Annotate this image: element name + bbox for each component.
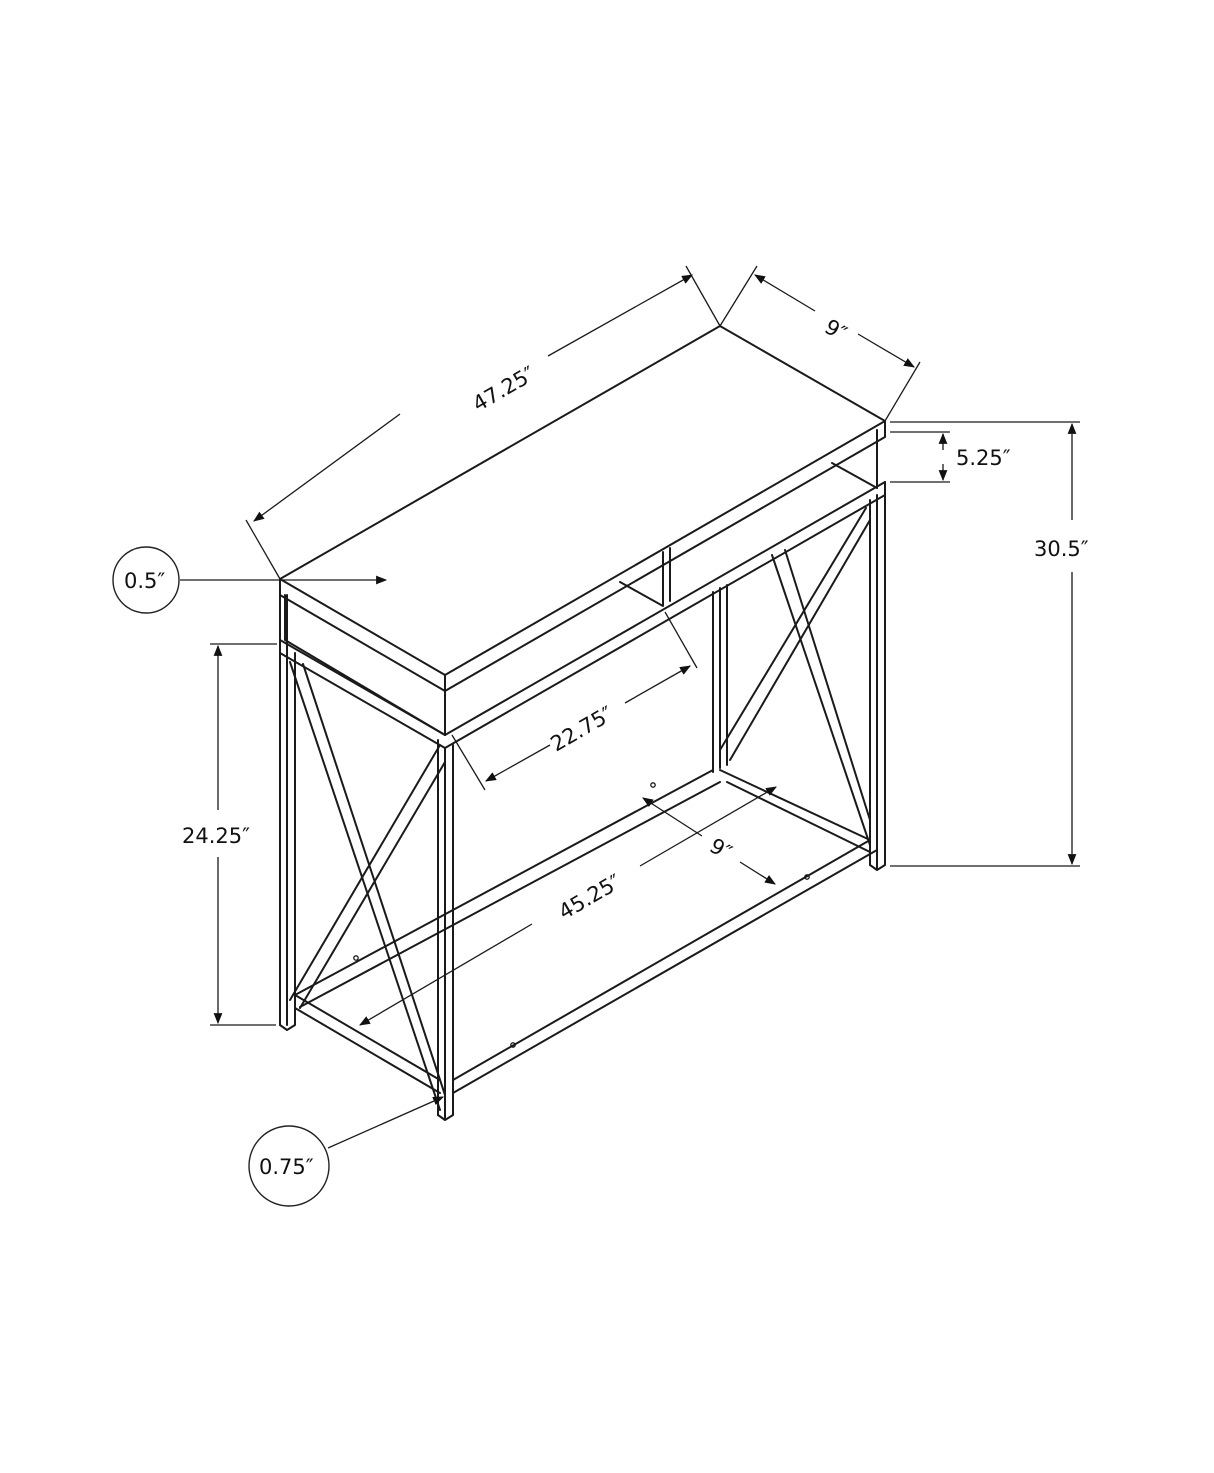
dim-cubby-width: 22.75″ — [451, 611, 698, 791]
x-brace-left — [289, 661, 446, 1111]
label-overall-depth: 9″ — [821, 315, 851, 346]
dim-lower-opening-height: 24.25″ — [182, 643, 277, 1026]
dim-cubby-height: 5.25″ — [890, 431, 1011, 483]
table-drawing — [279, 325, 886, 1121]
label-lower-opening-height: 24.25″ — [182, 824, 250, 848]
leg-back-center — [712, 584, 728, 773]
leg-right-back — [869, 494, 886, 871]
leg-left-front — [279, 578, 296, 1031]
dim-leg-thickness: 0.75″ — [248, 1096, 445, 1207]
lower-shelf — [294, 769, 878, 1094]
x-brace-right — [719, 507, 871, 846]
label-overall-width: 47.25″ — [469, 361, 540, 416]
storage-cubby — [279, 429, 886, 749]
dim-shelf-width: 45.25″ — [359, 786, 777, 1026]
label-cubby-height: 5.25″ — [956, 446, 1011, 470]
label-shelf-width: 45.25″ — [555, 869, 626, 924]
label-overall-height: 30.5″ — [1034, 537, 1089, 561]
label-leg-thickness: 0.75″ — [259, 1155, 314, 1179]
label-top-thickness: 0.5″ — [124, 569, 165, 593]
label-cubby-width: 22.75″ — [547, 701, 618, 756]
table-top — [279, 325, 886, 692]
label-shelf-depth: 9″ — [706, 834, 736, 865]
dim-top-thickness: 0.5″ — [112, 546, 388, 614]
leg-right-front — [437, 739, 454, 1121]
dim-overall-width: 47.25″ — [245, 265, 721, 580]
dim-shelf-depth: 9″ — [642, 797, 776, 885]
dimension-annotations: 47.25″ 9″ 5.25″ 30.5″ — [112, 265, 1089, 1207]
dim-overall-height: 30.5″ — [890, 421, 1089, 867]
